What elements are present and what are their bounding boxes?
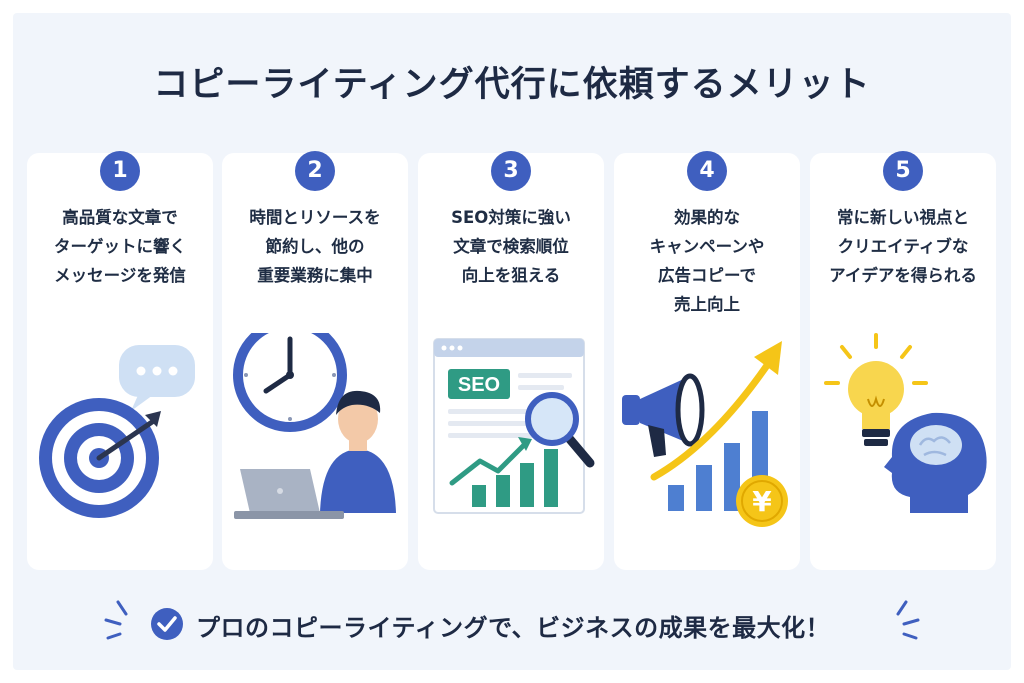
card-2-illustration: [233, 333, 396, 519]
card-description: 時間とリソースを 節約し、他の 重要業務に集中: [249, 208, 381, 285]
speech-bubble-icon: [119, 345, 195, 411]
card-description: SEO対策に強い 文章で検索順位 向上を狙える: [451, 208, 571, 285]
seo-badge: SEO: [458, 374, 500, 396]
page-title: コピーライティング代行に依頼するメリット: [153, 65, 871, 105]
yen-coin-icon: ¥: [736, 475, 788, 527]
card-number-badge: 2: [295, 151, 335, 191]
card-description: 常に新しい視点と クリエイティブな アイデアを得られる: [829, 208, 977, 285]
person-laptop-icon: [234, 390, 396, 519]
sparkle-right-icon: [896, 600, 920, 640]
card-description: 高品質な文章で ターゲットに響く メッセージを発信: [54, 208, 186, 285]
card-1-illustration: [39, 345, 195, 518]
benefit-card-1: 1 高品質な文章で ターゲットに響く メッセージを発信: [27, 151, 213, 570]
card-number-badge: 1: [100, 151, 140, 191]
card-4-illustration: ¥: [622, 341, 788, 527]
sparkle-left-icon: [104, 600, 128, 640]
footer-message: プロのコピーライティングで、ビジネスの成果を最大化！: [196, 614, 831, 642]
card-number-badge: 4: [687, 151, 727, 191]
check-circle-icon: [151, 608, 183, 640]
benefit-card-4: 4 効果的な キャンペーンや 広告コピーで 売上向上 ¥: [614, 151, 800, 570]
footer-banner: プロのコピーライティングで、ビジネスの成果を最大化！: [0, 600, 1024, 650]
clock-icon: [233, 333, 347, 432]
card-3-illustration: SEO: [433, 338, 595, 514]
lightbulb-icon: [824, 333, 928, 446]
yen-symbol: ¥: [752, 485, 772, 518]
head-brain-icon: [884, 412, 987, 513]
card-description: 効果的な キャンペーンや 広告コピーで 売上向上: [649, 208, 765, 314]
megaphone-icon: [622, 373, 705, 457]
benefit-card-5: 5 常に新しい視点と クリエイティブな アイデアを得られる: [810, 151, 996, 570]
card-number-badge: 3: [491, 151, 531, 191]
magnifier-icon: [525, 392, 595, 468]
target-icon: [39, 398, 161, 518]
card-5-illustration: [824, 333, 987, 513]
benefit-card-2: 2 時間とリソースを 節約し、他の 重要業務に集中: [222, 151, 408, 570]
seo-page-icon: SEO: [433, 338, 585, 514]
benefit-card-3: 3 SEO対策に強い 文章で検索順位 向上を狙える SEO: [418, 151, 604, 570]
card-number-badge: 5: [883, 151, 923, 191]
